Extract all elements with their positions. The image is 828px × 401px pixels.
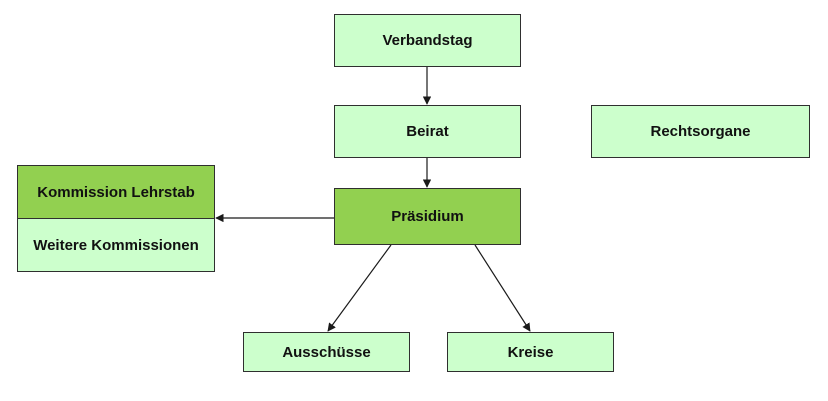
node-verbandstag: Verbandstag	[334, 14, 521, 67]
node-praesidium: Präsidium	[334, 188, 521, 245]
node-kommission-lehrstab: Kommission Lehrstab	[17, 165, 215, 219]
node-label-kreise: Kreise	[507, 343, 554, 361]
node-label-verbandstag: Verbandstag	[382, 32, 473, 49]
node-kreise: Kreise	[447, 332, 614, 372]
node-rechtsorgane: Rechtsorgane	[591, 105, 810, 158]
node-label-beirat: Beirat	[406, 123, 449, 140]
node-weitere-kommissionen: Weitere Kommissionen	[17, 218, 215, 272]
node-label-kommission-lehrstab: Kommission Lehrstab	[37, 183, 195, 201]
node-ausschuesse: Ausschüsse	[243, 332, 410, 372]
node-label-praesidium: Präsidium	[391, 208, 464, 225]
node-label-weitere-kommissionen: Weitere Kommissionen	[33, 236, 199, 254]
node-label-rechtsorgane: Rechtsorgane	[650, 123, 751, 140]
edge-praesidium-ausschuesse	[327, 244, 392, 332]
node-beirat: Beirat	[334, 105, 521, 158]
node-label-ausschuesse: Ausschüsse	[282, 343, 371, 361]
edge-praesidium-kreise	[474, 244, 531, 332]
